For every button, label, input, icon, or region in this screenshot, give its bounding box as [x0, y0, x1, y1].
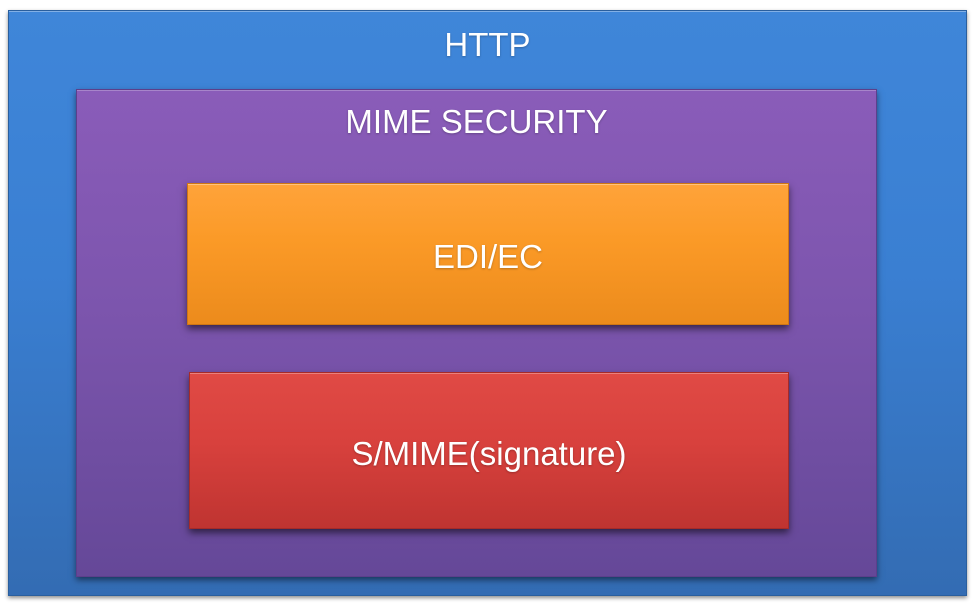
mime-security-label: MIME SECURITY — [345, 103, 608, 140]
smime-signature-label: S/MIME(signature) — [351, 435, 627, 472]
edi-ec-box: EDI/EC — [187, 183, 789, 325]
http-label: HTTP — [444, 26, 531, 63]
smime-signature-box: S/MIME(signature) — [189, 372, 789, 529]
edi-ec-label: EDI/EC — [432, 238, 544, 275]
